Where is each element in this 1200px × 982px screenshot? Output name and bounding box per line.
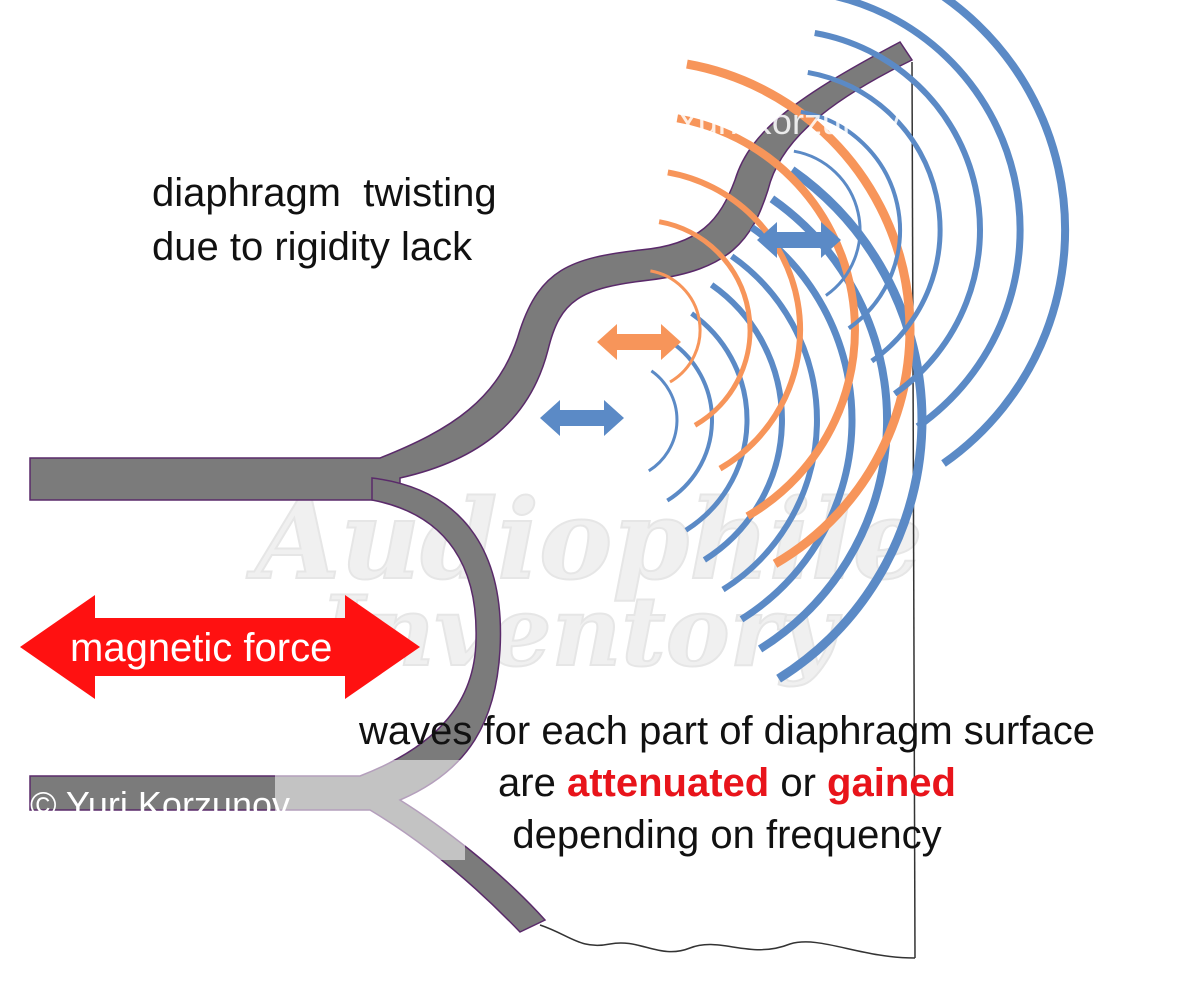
copyright-watermark-top: © Yuri Korzunov (640, 101, 900, 142)
sound-waves (648, 0, 1070, 683)
magnetic-force-arrow (20, 595, 420, 699)
wave-arc-blue-lower-4 (721, 253, 820, 593)
enclosure-outline (539, 61, 916, 959)
orange-double-arrow (597, 324, 681, 360)
caption-line2-middle: or (769, 761, 828, 805)
diaphragm-flat-arm (29, 41, 914, 501)
wave-arc-blue-upper-3 (814, 30, 983, 397)
wave-arc-orange-1 (658, 219, 753, 428)
attenuated-highlight: attenuated (566, 761, 770, 805)
wave-arc-blue-lower-2 (684, 311, 750, 533)
wave-arc-orange-3 (676, 114, 859, 520)
copyright-watermark-bottom: © Yuri Korzunov (30, 784, 290, 825)
wave-arc-orange-0 (650, 269, 702, 384)
twisting-annotation-line1: diaphragm twisting (152, 171, 497, 215)
wave-arc-blue-lower-0 (648, 369, 679, 473)
brand-watermark-line2: Inventory (317, 575, 842, 688)
motion-arrows (540, 222, 841, 436)
blue-double-arrow-right (757, 222, 841, 258)
wave-arc-blue-upper-4 (835, 0, 1024, 430)
waves-caption: waves for each part of diaphragm surface… (292, 705, 1162, 861)
wave-arc-blue-upper-5 (941, 0, 1070, 467)
wave-arc-blue-upper-1 (800, 109, 902, 330)
wave-arc-blue-lower-3 (702, 282, 785, 563)
wave-arc-orange-2 (667, 169, 804, 472)
caption-line3: depending on frequency (512, 813, 942, 857)
wave-arc-blue-upper-0 (793, 149, 862, 297)
wave-arc-blue-upper-2 (807, 69, 943, 364)
magnetic-force-label: magnetic force (70, 626, 333, 670)
wave-arc-orange-4 (686, 59, 915, 568)
wave-arc-blue-lower-5 (739, 224, 856, 623)
caption-line2: are attenuated or gained (292, 757, 1162, 809)
caption-line1: waves for each part of diaphragm surface (359, 709, 1095, 753)
wave-arc-blue-lower-7 (776, 166, 927, 683)
blue-double-arrow-left (540, 400, 624, 436)
wave-arc-blue-lower-6 (757, 195, 892, 653)
watermark-overlay (275, 760, 465, 860)
caption-line2-prefix: are (498, 761, 567, 805)
gained-highlight: gained (827, 761, 956, 805)
twisting-annotation: diaphragm twisting due to rigidity lack (152, 166, 497, 274)
twisting-annotation-line2: due to rigidity lack (152, 225, 473, 269)
